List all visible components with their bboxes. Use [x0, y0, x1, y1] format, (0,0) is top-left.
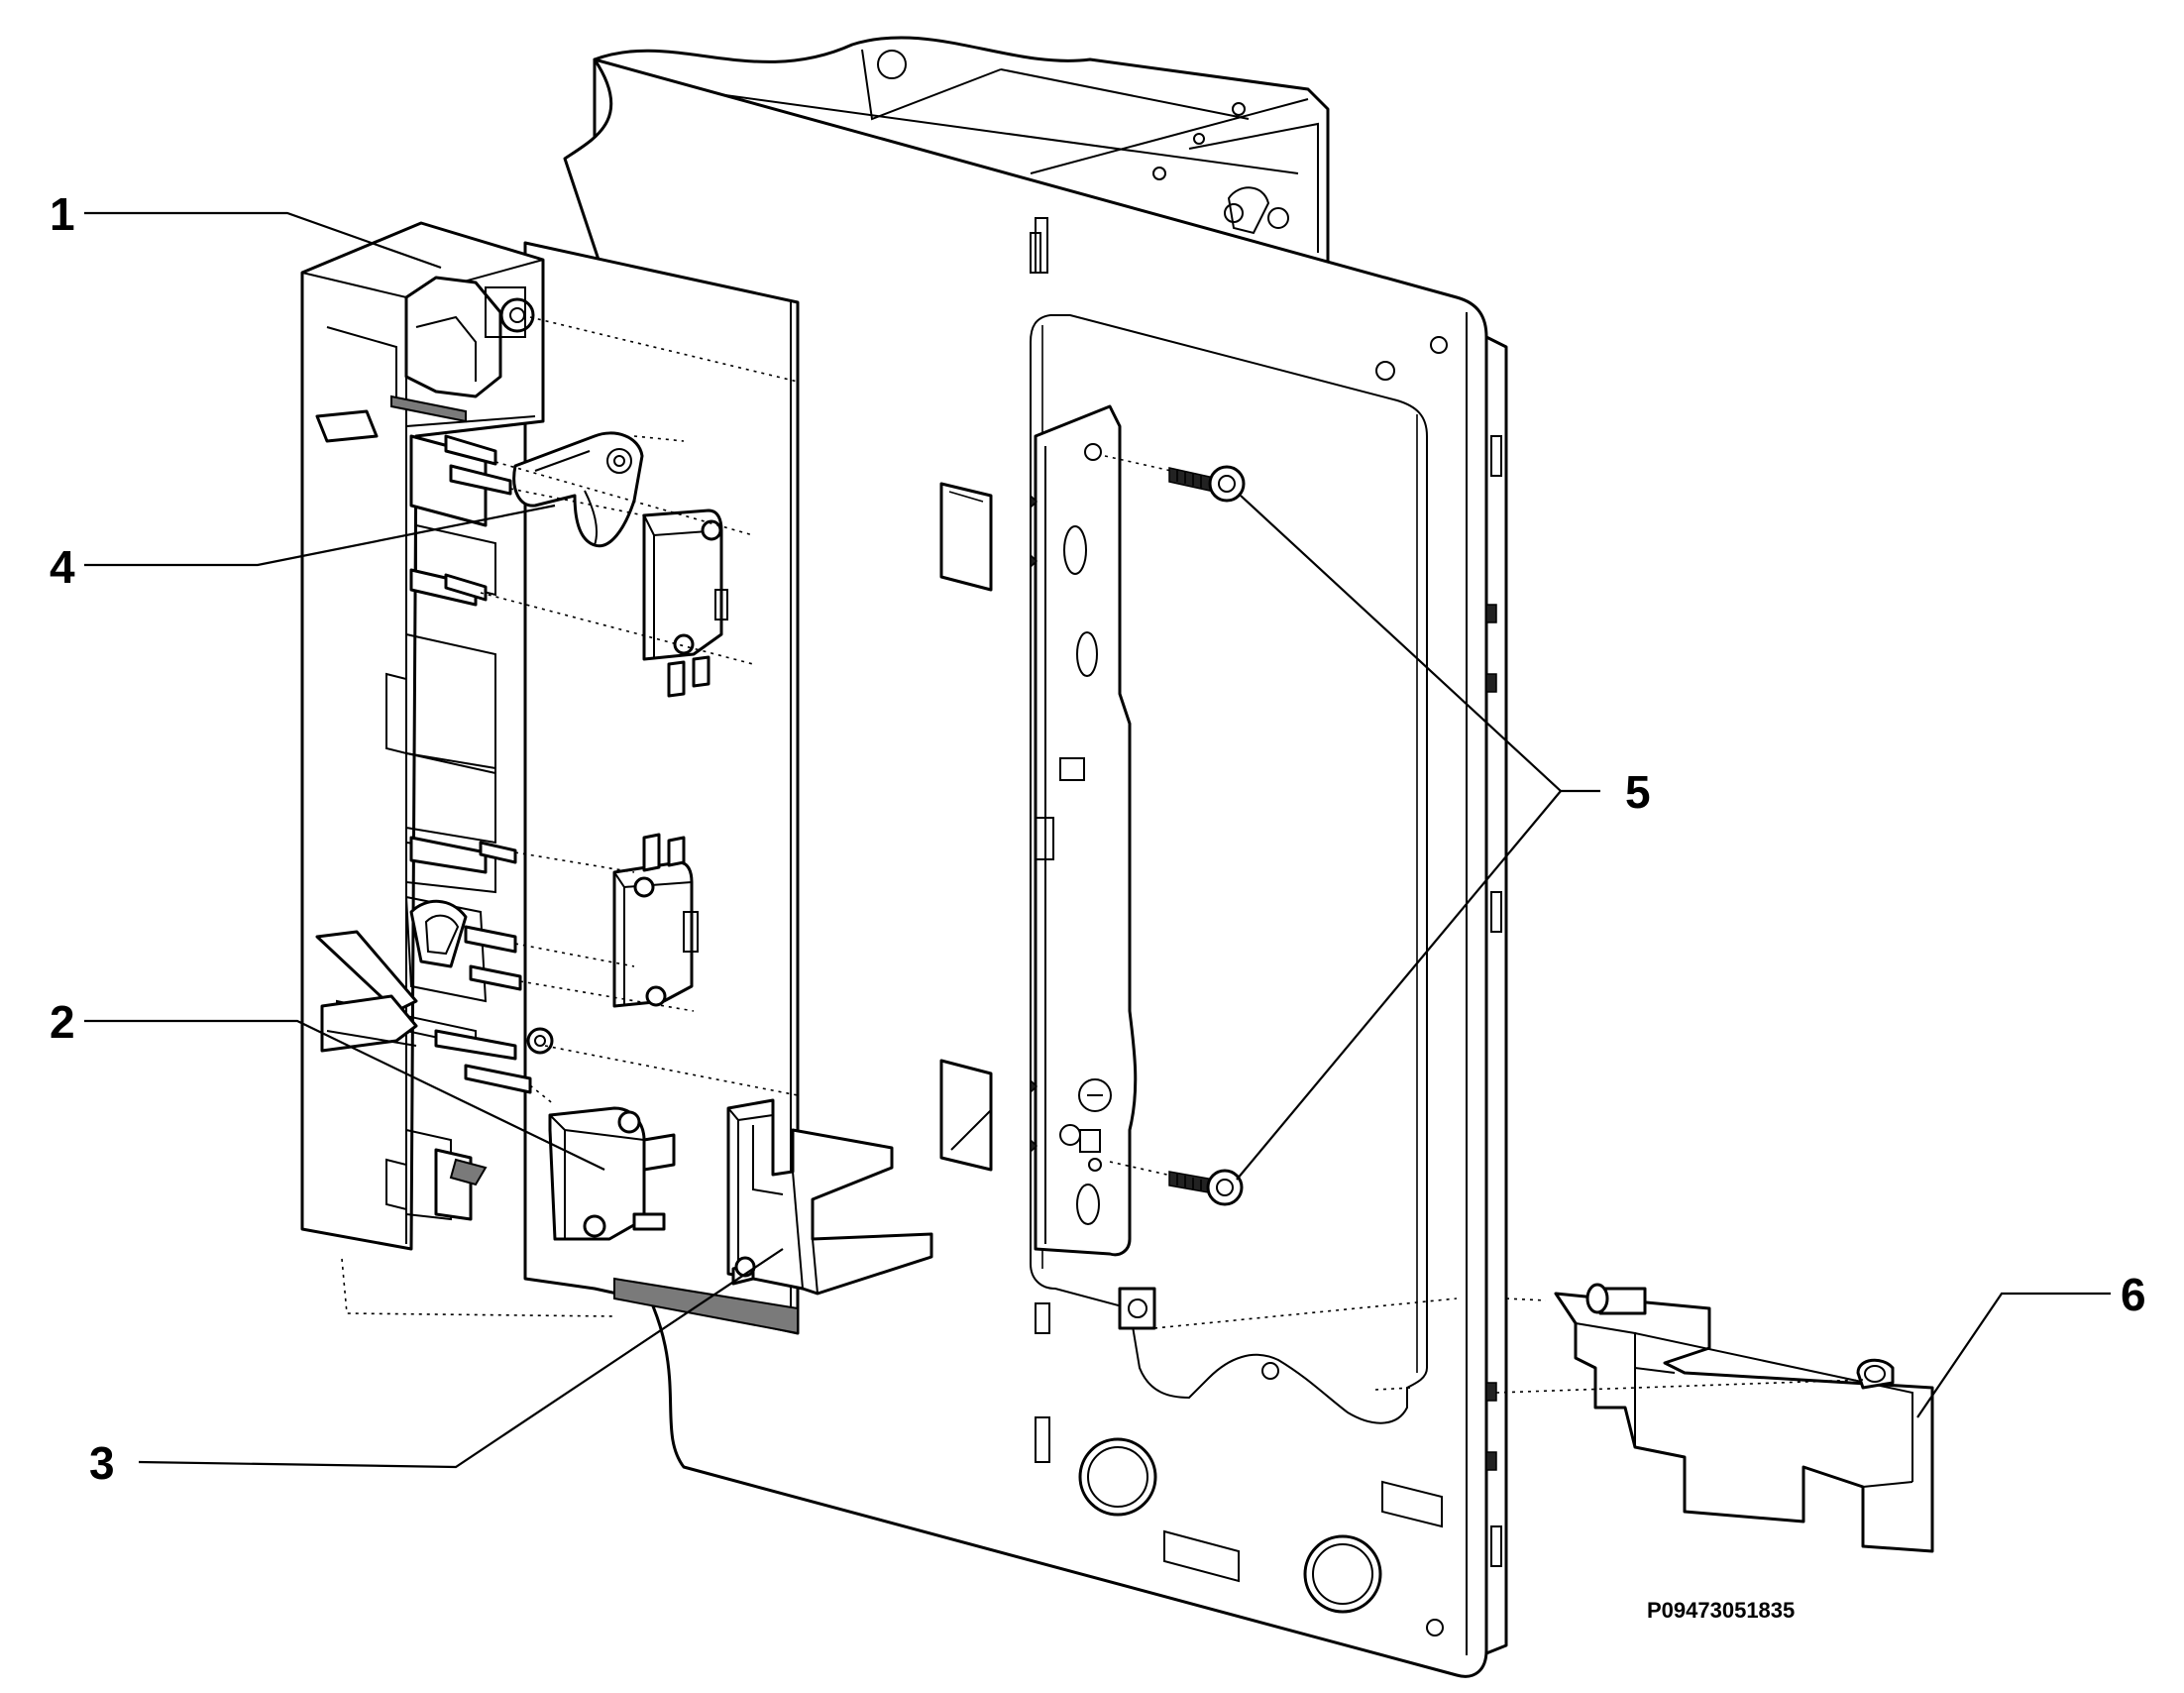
- callout-4: 4: [50, 541, 75, 593]
- alignment-lines: [341, 316, 1864, 1394]
- micro-switch-middle: [612, 833, 699, 1008]
- callout-2: 2: [50, 996, 75, 1048]
- mounting-bracket: [1030, 404, 1156, 1330]
- micro-switch-upper: [642, 508, 728, 698]
- drawing-reference-code: P09473051835: [1647, 1598, 1795, 1623]
- holder-pins: [434, 434, 554, 1094]
- callout-1: 1: [50, 188, 75, 240]
- screw-lower: [1168, 1169, 1244, 1206]
- callout-3: 3: [89, 1437, 115, 1489]
- micro-switch-lower: [548, 1106, 676, 1241]
- switch-holder: [300, 221, 554, 1251]
- lever: [512, 431, 644, 548]
- callout-6: 6: [2121, 1269, 2146, 1320]
- side-lock-bar: [1554, 1283, 1934, 1553]
- screw-upper: [1168, 465, 1246, 503]
- leader-lines: [84, 211, 2111, 1469]
- actuator-bracket: [726, 1098, 933, 1296]
- callout-5: 5: [1625, 766, 1651, 818]
- callout-labels: 1 2 3 4 5 6 P09473051835: [50, 188, 2146, 1623]
